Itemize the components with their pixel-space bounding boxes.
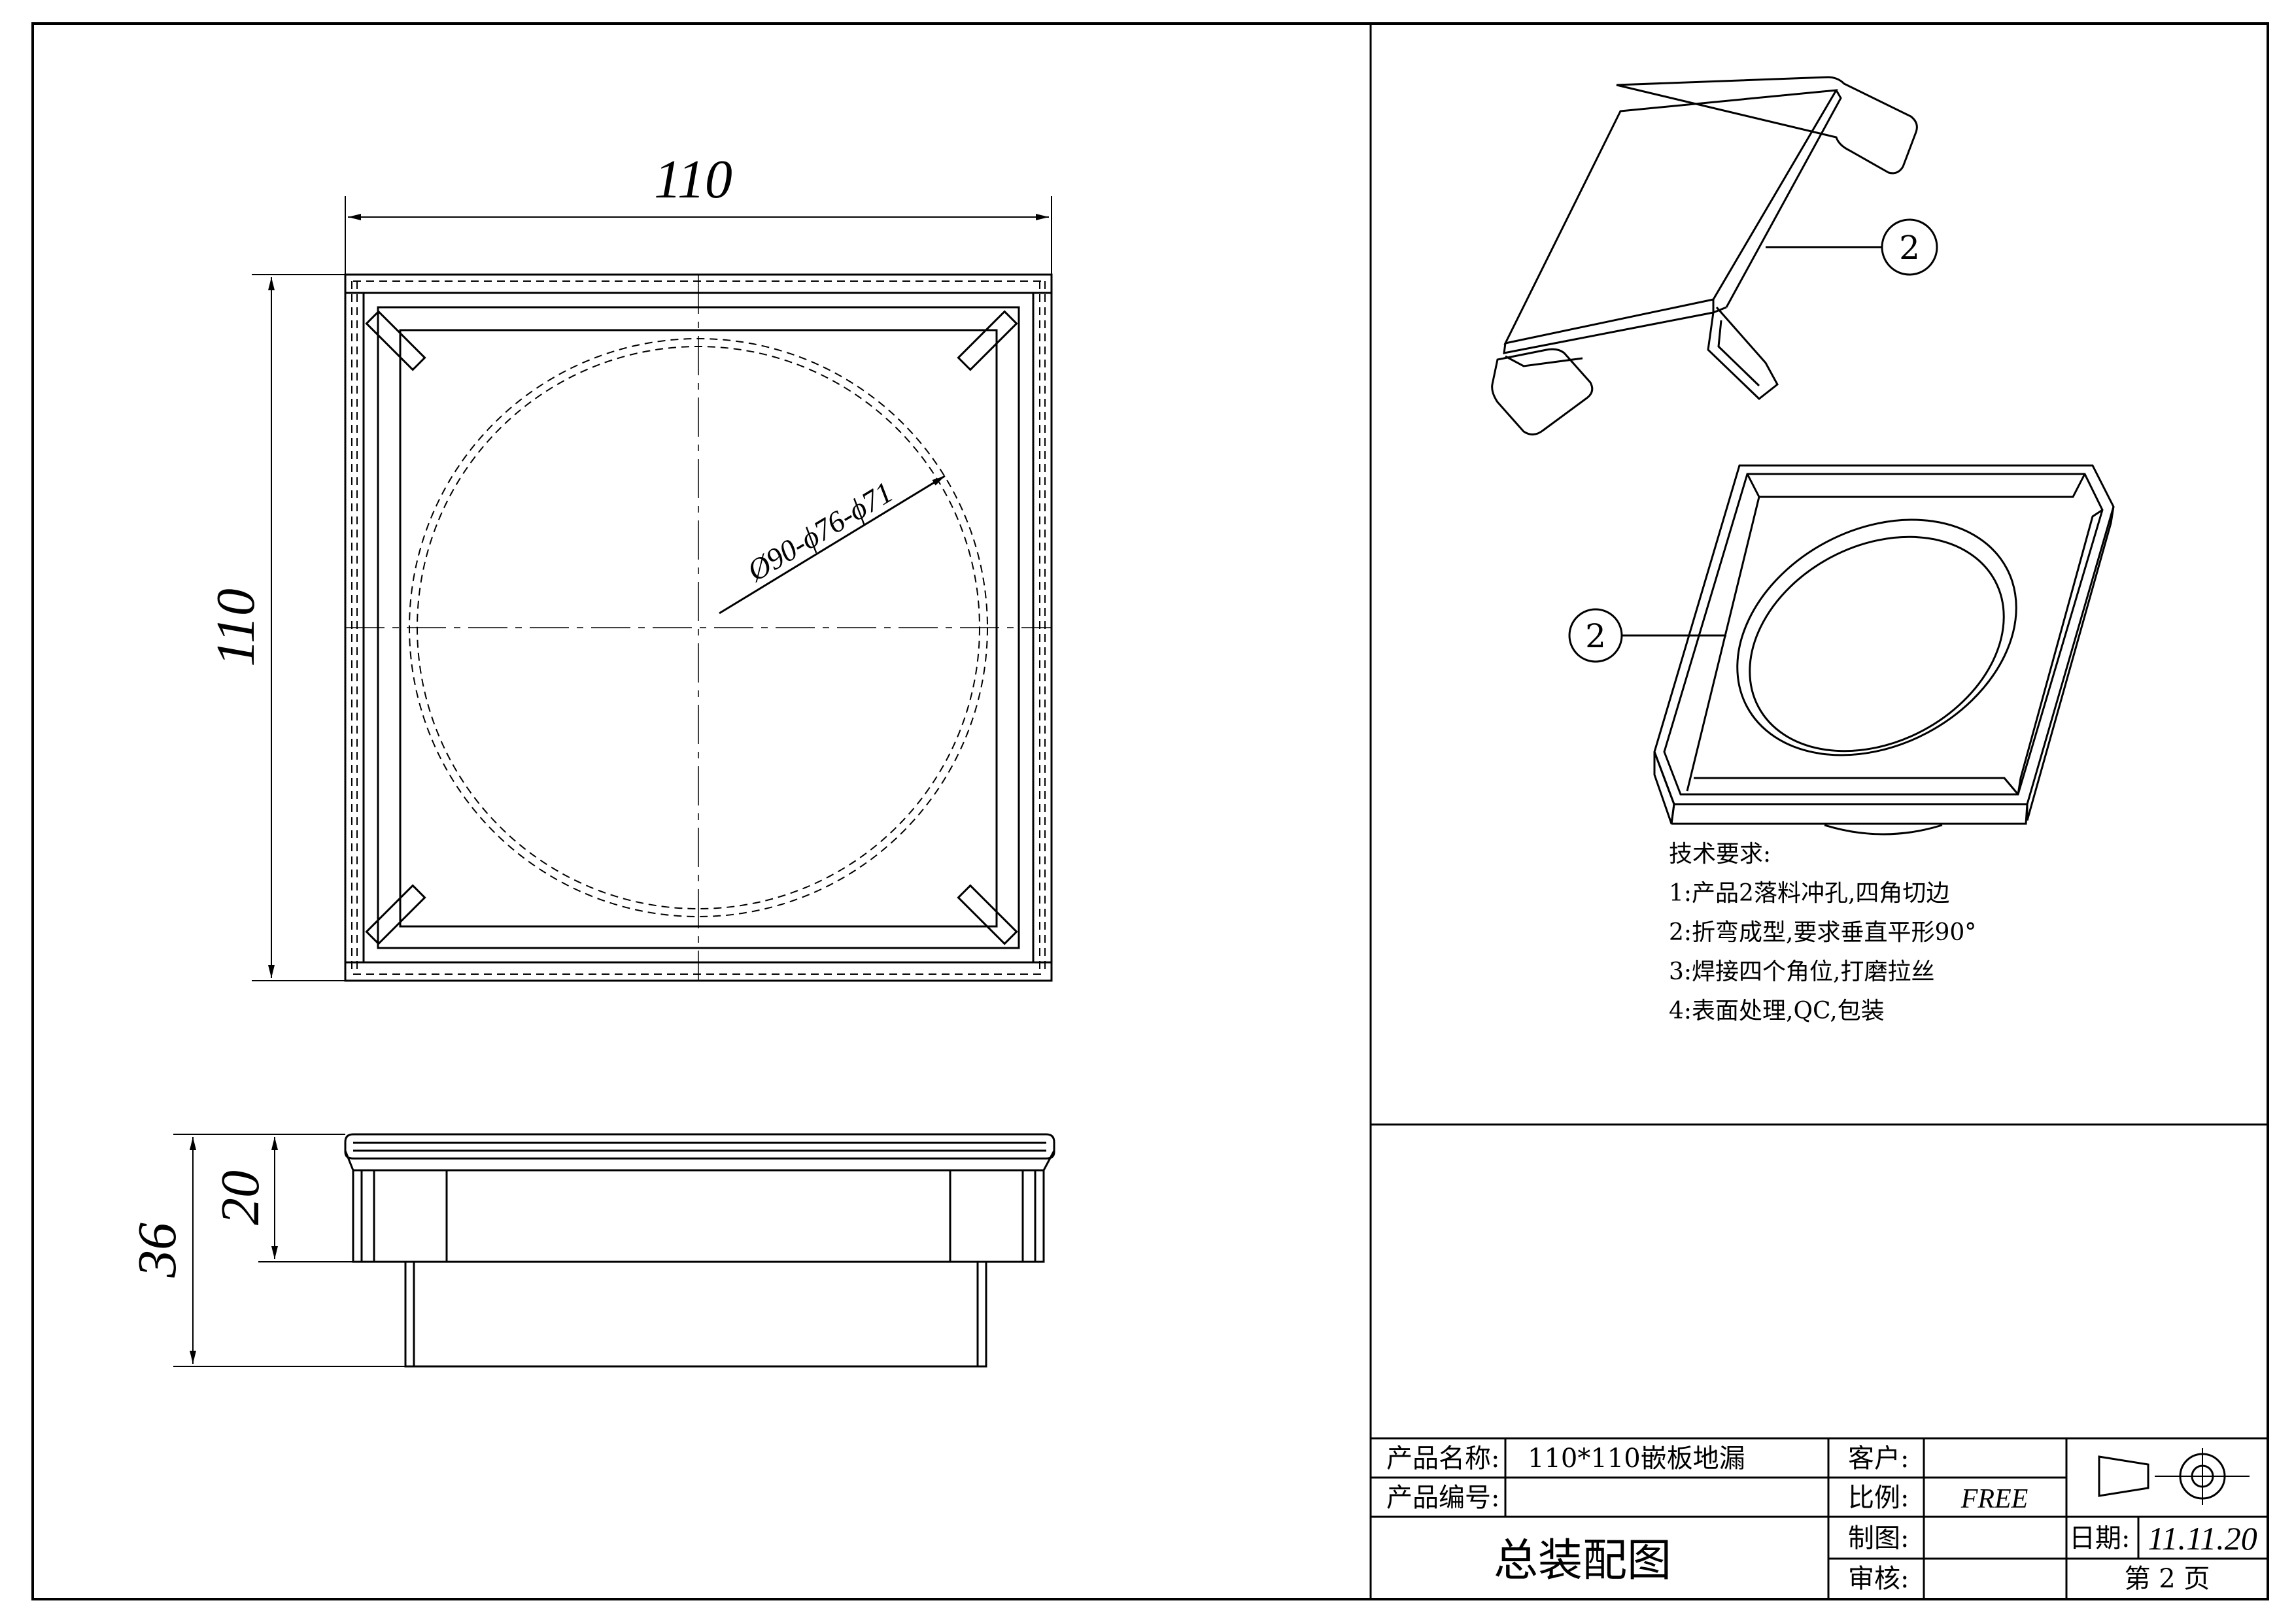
tech-requirement-3: 3:焊接四个角位,打磨拉丝 [1669, 958, 1934, 985]
product-name-value: 110*110嵌板地漏 [1528, 1444, 1745, 1474]
balloon-top-iso: 2 [1766, 218, 1938, 276]
drawn-label: 制图: [1848, 1523, 1909, 1553]
balloon-top-label: 2 [1899, 229, 1920, 267]
top-view [252, 196, 1053, 982]
sheet-border [31, 22, 2269, 1600]
tech-requirements: 技术要求: 1:产品2落料冲孔,四角切边 2:折弯成型,要求垂直平形90° 3:… [1669, 841, 1976, 1024]
diameter-dimension: Ø90-ϕ76-ϕ71 [741, 475, 899, 588]
drawing-title: 总装配图 [1494, 1535, 1671, 1587]
page-number: 第 2 页 [2125, 1564, 2210, 1594]
projection-symbol-icon [2098, 1448, 2250, 1505]
date-value: 11.11.20 [2148, 1520, 2257, 1557]
title-block [1371, 1437, 2268, 1599]
tech-requirement-2: 2:折弯成型,要求垂直平形90° [1669, 919, 1976, 946]
customer-label: 客户: [1848, 1444, 1909, 1474]
date-label: 日期: [2069, 1523, 2130, 1553]
scale-label: 比例: [1848, 1483, 1909, 1513]
top-width-dimension: 110 [654, 149, 732, 210]
balloon-frame-label: 2 [1585, 617, 1606, 655]
iso-cover-plate [1491, 76, 1918, 435]
tech-requirement-4: 4:表面处理,QC,包装 [1669, 998, 1885, 1024]
iso-frame [1653, 464, 2115, 836]
side-view [173, 1133, 1055, 1368]
tech-requirement-1: 1:产品2落料冲孔,四角切边 [1669, 880, 1949, 907]
top-height-dimension: 110 [205, 588, 266, 667]
scale-value: FREE [1960, 1484, 2029, 1514]
product-code-label: 产品编号: [1386, 1483, 1499, 1513]
side-frame-height-dimension: 20 [210, 1170, 271, 1225]
side-total-height-dimension: 36 [127, 1223, 188, 1278]
balloon-frame-iso: 2 [1568, 608, 1726, 663]
checked-label: 审核: [1848, 1564, 1909, 1594]
product-name-label: 产品名称: [1386, 1444, 1499, 1474]
tech-requirements-title: 技术要求: [1669, 841, 1771, 868]
